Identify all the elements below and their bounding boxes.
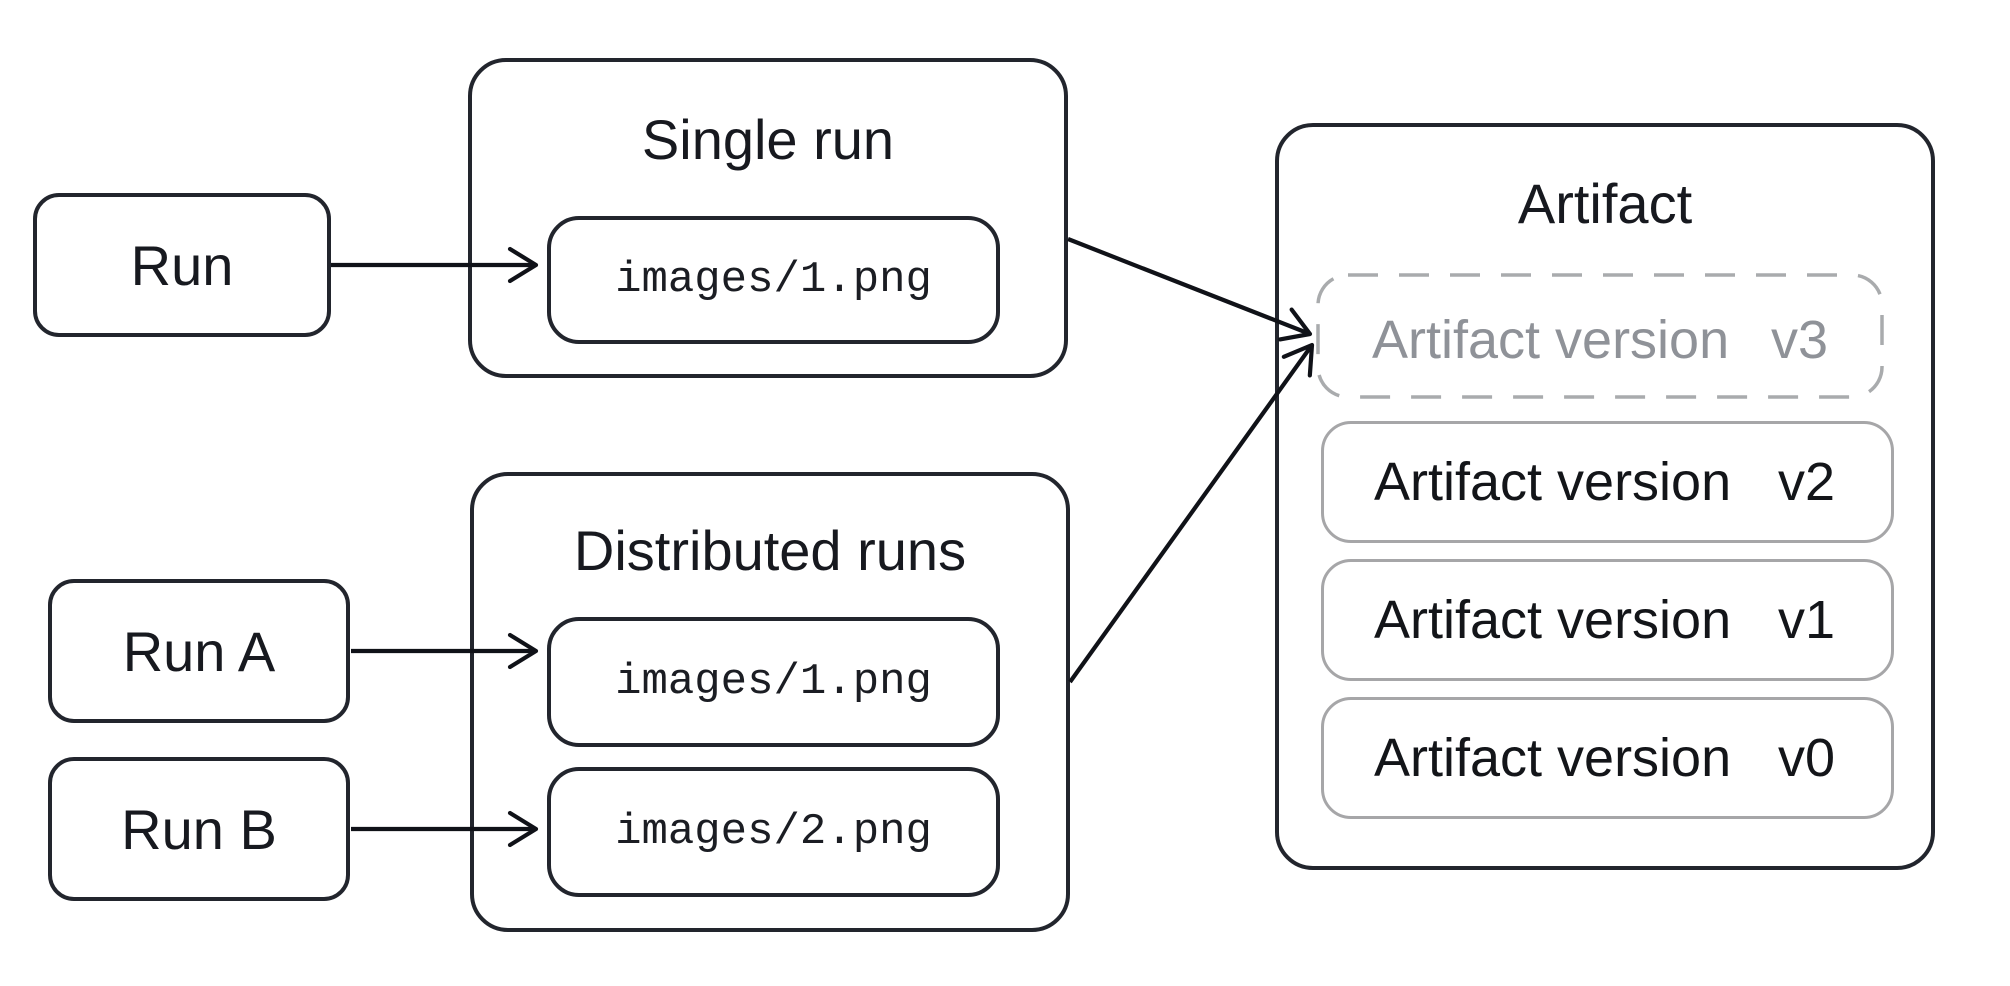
artifact-version-label: Artifact version: [1372, 310, 1730, 370]
artifact-version-row-v1: Artifact version v1: [1321, 559, 1894, 681]
artifact-version-tag: v3: [1770, 310, 1828, 370]
artifact-version-row-v0: Artifact version v0: [1321, 697, 1894, 819]
run-node-label: Run: [130, 233, 234, 297]
run-node: Run: [33, 193, 331, 337]
distributed-file-path-1: images/1.png: [615, 657, 932, 707]
distributed-file-node-1: images/1.png: [547, 617, 1000, 747]
distributed-runs-group: Distributed runs images/1.png images/2.p…: [470, 472, 1070, 932]
distributed-file-path-2: images/2.png: [615, 807, 932, 857]
artifact-group-title: Artifact: [1517, 172, 1693, 235]
run-a-node-label: Run A: [122, 619, 276, 683]
artifact-version-tag: v0: [1777, 728, 1835, 788]
artifact-version-row-v2: Artifact version v2: [1321, 421, 1894, 543]
single-run-group-title: Single run: [641, 108, 895, 171]
distributed-file-node-2: images/2.png: [547, 767, 1000, 897]
artifact-version-label: Artifact version: [1374, 590, 1732, 650]
single-run-file-path: images/1.png: [615, 255, 932, 305]
edge-single-run-to-artifact-arrow: [1067, 237, 1313, 342]
run-b-node-label: Run B: [121, 797, 277, 861]
single-run-group: Single run images/1.png: [468, 58, 1068, 378]
artifact-version-tag: v2: [1777, 452, 1835, 512]
artifact-version-label: Artifact version: [1374, 452, 1732, 512]
run-b-node: Run B: [48, 757, 350, 901]
single-run-file-node: images/1.png: [547, 216, 1000, 344]
distributed-runs-group-title: Distributed runs: [573, 519, 967, 582]
run-a-node: Run A: [48, 579, 350, 723]
artifact-version-tag: v1: [1777, 590, 1835, 650]
artifact-group: Artifact Artifact version v3 Artifact ve…: [1275, 123, 1935, 870]
artifact-version-label: Artifact version: [1374, 728, 1732, 788]
artifact-version-row-v3: Artifact version v3: [1322, 279, 1886, 401]
